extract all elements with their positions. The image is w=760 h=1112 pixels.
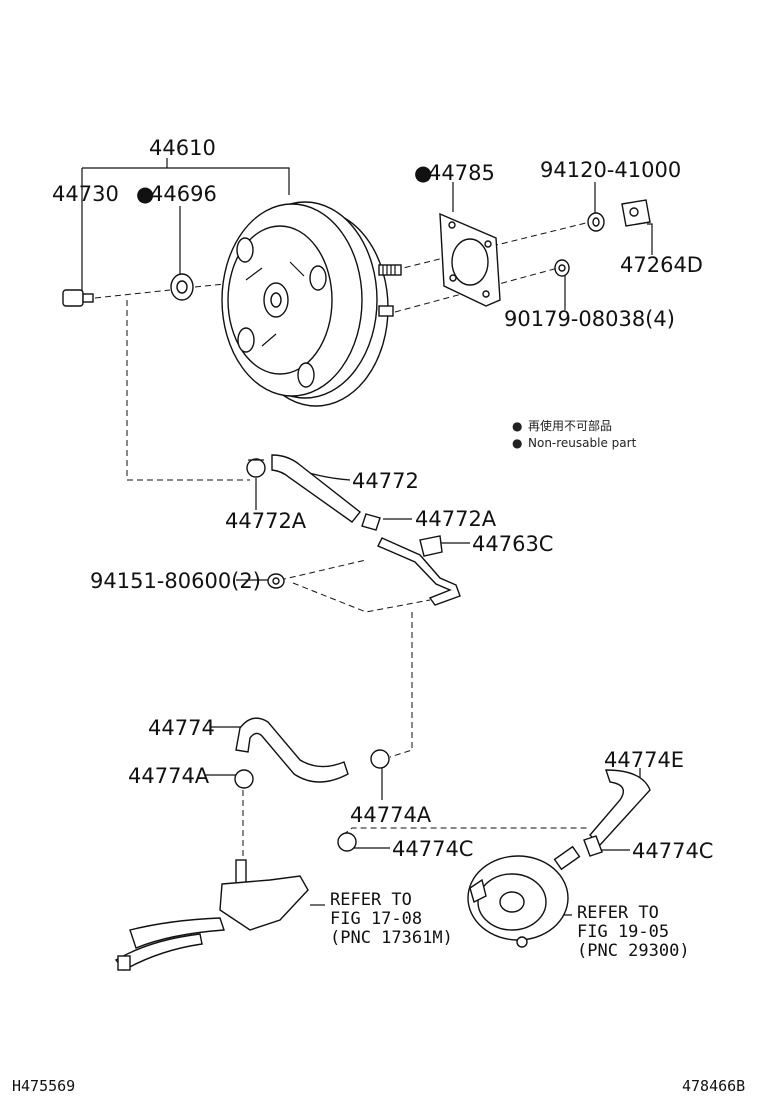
nut-94120-41000 xyxy=(587,212,605,232)
gasket-44785 xyxy=(439,212,501,307)
ref-left-line3: (PNC 17361M) xyxy=(330,928,453,948)
check-valve-44730 xyxy=(62,289,94,307)
label-44774A-left: 44774A xyxy=(128,764,210,788)
grommet-44696 xyxy=(170,273,194,301)
footer-left-id: H475569 xyxy=(12,1077,75,1095)
label-90179-08038: 90179-08038(4) xyxy=(504,307,675,331)
label-44696-marker: ● xyxy=(136,182,154,206)
clip-44772A-left xyxy=(246,458,266,478)
legend-english: Non-reusable part xyxy=(528,436,637,450)
footer-right-id: 478466B xyxy=(682,1077,745,1095)
legend-marker-1: ● xyxy=(512,419,522,433)
label-44610: 44610 xyxy=(149,136,216,160)
label-47264D: 47264D xyxy=(620,253,703,277)
clip-44774C-left xyxy=(337,832,357,852)
bracket-47264D xyxy=(621,199,651,227)
leader-lines xyxy=(81,158,653,916)
legend-japanese: 再使用不可部品 xyxy=(528,418,612,433)
ref-right-line2: FIG 19-05 xyxy=(577,922,669,942)
footer: H475569 478466B xyxy=(12,1077,745,1095)
clip-44774A-left xyxy=(234,769,254,789)
label-44785: 44785 xyxy=(428,161,495,185)
legend-marker-2: ● xyxy=(512,436,522,450)
brake-booster-44610 xyxy=(221,201,402,407)
clip-44774C-right xyxy=(583,835,603,857)
label-44774E: 44774E xyxy=(604,748,684,772)
label-44763C: 44763C xyxy=(472,532,553,556)
intake-pipe-assembly xyxy=(114,859,309,971)
small-parts xyxy=(62,199,651,589)
label-44774A-bottom: 44774A xyxy=(350,803,432,827)
ref-left-line1: REFER TO xyxy=(330,890,412,910)
nut-90179 xyxy=(554,259,570,277)
label-44696: 44696 xyxy=(150,182,217,206)
label-44774: 44774 xyxy=(148,716,215,740)
label-44772A-right: 44772A xyxy=(415,507,497,531)
ref-left-line2: FIG 17-08 xyxy=(330,909,422,929)
label-44774C-right: 44774C xyxy=(632,839,713,863)
hoses xyxy=(234,454,651,857)
clip-44772A-right xyxy=(361,513,381,531)
legend: ● 再使用不可部品 ● Non-reusable part xyxy=(512,418,637,450)
label-44774C-left: 44774C xyxy=(392,837,473,861)
reference-left: REFER TO FIG 17-08 (PNC 17361M) xyxy=(330,890,453,948)
label-44785-marker: ● xyxy=(414,161,432,185)
bolt-94151 xyxy=(267,573,285,589)
reference-right: REFER TO FIG 19-05 (PNC 29300) xyxy=(577,903,690,961)
part-labels: 44610 44730 ● 44696 ● 44785 94120-41000 … xyxy=(52,136,713,863)
label-94151-80600: 94151-80600(2) xyxy=(90,569,261,593)
ref-right-line1: REFER TO xyxy=(577,903,659,923)
label-94120-41000: 94120-41000 xyxy=(540,158,681,182)
label-44772: 44772 xyxy=(352,469,419,493)
ref-right-line3: (PNC 29300) xyxy=(577,941,690,961)
label-44772A-left: 44772A xyxy=(225,509,307,533)
label-44730: 44730 xyxy=(52,182,119,206)
vacuum-pump-assembly xyxy=(467,845,581,948)
clip-44774A-bottom xyxy=(370,749,390,769)
